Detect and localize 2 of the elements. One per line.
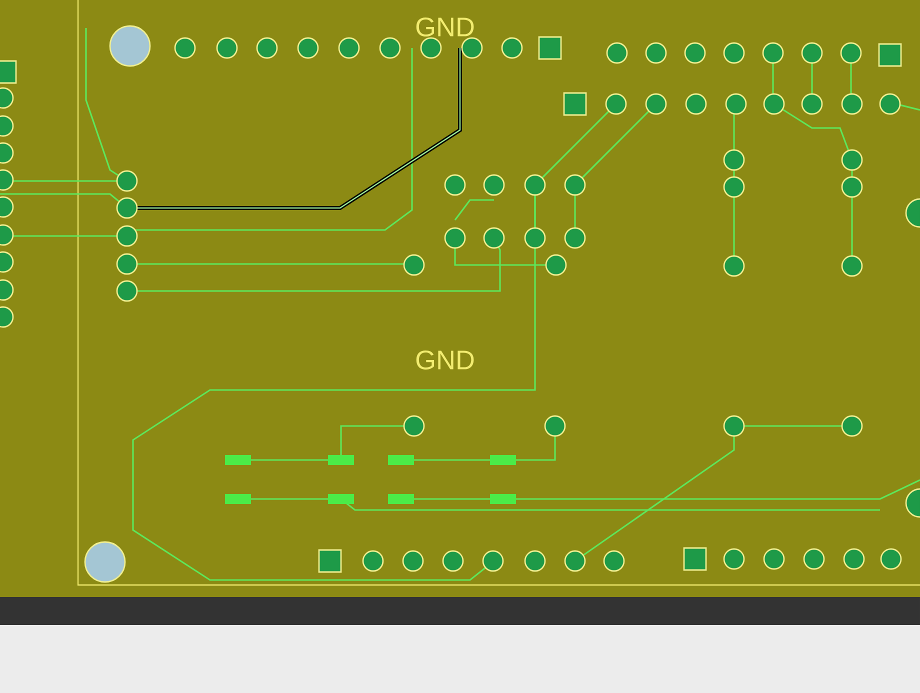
net-label: GND: [416, 17, 474, 37]
net-label: GND: [416, 350, 474, 370]
